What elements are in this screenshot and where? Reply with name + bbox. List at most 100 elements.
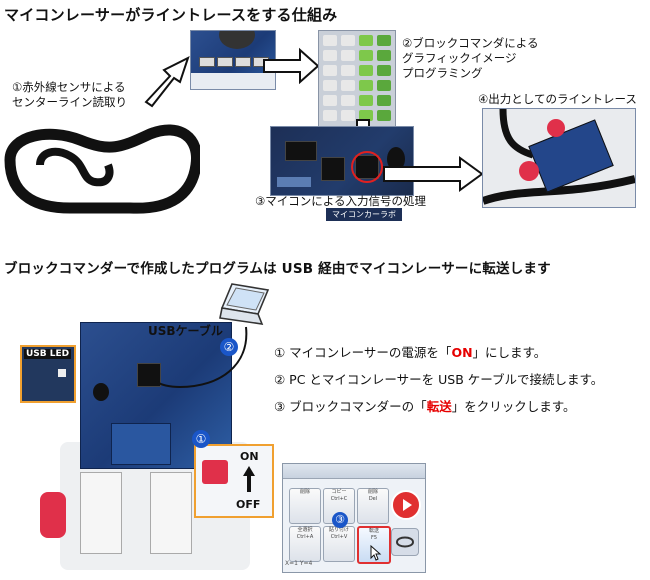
block-cell bbox=[341, 65, 355, 76]
toolbar-selectall-label: 全選択 Ctrl+A bbox=[296, 527, 314, 540]
window-titlebar bbox=[283, 464, 425, 479]
block-cell bbox=[323, 35, 337, 46]
block-cell bbox=[377, 50, 391, 61]
photo-racer-on-track bbox=[482, 108, 636, 208]
track-inner-line bbox=[36, 147, 114, 187]
ir-sensor-1 bbox=[199, 57, 215, 67]
power-switch-callout: ON OFF bbox=[194, 444, 274, 518]
label-step4: ④出力としてのライントレース bbox=[478, 92, 637, 106]
switch-on-label: ON bbox=[240, 450, 259, 463]
buzzer bbox=[387, 147, 405, 171]
block-cell bbox=[359, 35, 373, 46]
laptop-icon bbox=[219, 283, 270, 325]
label-step2: ②ブロックコマンダによる グラフィックイメージ プログラミング bbox=[402, 36, 539, 80]
instruction-1: ① マイコンレーサーの電源を「ON」にします。 bbox=[274, 342, 603, 361]
chip-1 bbox=[285, 141, 317, 161]
photo-mcu-board bbox=[270, 126, 414, 196]
ir-sensor-3 bbox=[235, 57, 251, 67]
block-commander-window: 削除 コピー Ctrl+C 削除 Del 全選択 Ctrl+A 貼り付け Ctr… bbox=[282, 463, 426, 573]
instruction-list: ① マイコンレーサーの電源を「ON」にします。 ② PC とマイコンレーサーを … bbox=[274, 342, 603, 415]
block-cell bbox=[359, 50, 373, 61]
track-outer-line bbox=[4, 124, 200, 214]
section-title-bottom: ブロックコマンダーで作成したプログラムは USB 経由でマイコンレーサーに転送し… bbox=[4, 261, 551, 277]
block-cell bbox=[377, 65, 391, 76]
block-cell bbox=[359, 80, 373, 91]
block-cell bbox=[341, 110, 355, 121]
block-cell bbox=[341, 50, 355, 61]
toolbar-copy-label: コピー Ctrl+C bbox=[330, 489, 348, 502]
section-title-top: マイコンレーサーがライントレースをする仕組み bbox=[4, 6, 338, 24]
block-cell bbox=[377, 95, 391, 106]
block-grid-screenshot bbox=[318, 30, 396, 128]
instruction-1-text: ① マイコンレーサーの電源を「 bbox=[274, 345, 452, 360]
badge-usb: ② bbox=[220, 338, 238, 356]
toolbar-selectall-button[interactable]: 全選択 Ctrl+A bbox=[289, 526, 321, 562]
rear-wheel-left bbox=[40, 492, 66, 538]
transfer-button-label: 転送 F5 bbox=[368, 528, 379, 541]
arrow-sensor-to-grid bbox=[263, 47, 320, 84]
motor-right bbox=[150, 472, 192, 554]
instruction-2-text: ② PC とマイコンレーサーを USB ケーブルで接続します。 bbox=[274, 372, 604, 387]
block-cell bbox=[341, 80, 355, 91]
racer-battery-box bbox=[111, 423, 171, 465]
block-cell bbox=[323, 65, 337, 76]
photo-racer-hardware bbox=[40, 322, 270, 572]
switch-off-label: OFF bbox=[236, 498, 261, 511]
power-switch bbox=[202, 460, 228, 484]
racer-buzzer bbox=[93, 383, 109, 401]
block-cell bbox=[323, 50, 337, 61]
block-cell bbox=[323, 95, 337, 106]
switch-up-arrow-icon bbox=[243, 466, 255, 492]
toolbar-del-button[interactable]: 削除 Del bbox=[357, 488, 389, 524]
instruction-2: ② PC とマイコンレーサーを USB ケーブルで接続します。 bbox=[274, 369, 603, 388]
badge-switch: ① bbox=[192, 430, 210, 448]
loop-icon bbox=[395, 536, 415, 548]
block-cell bbox=[359, 110, 373, 121]
label-step3: ③マイコンによる入力信号の処理 bbox=[255, 194, 426, 208]
racer-wheel-left bbox=[519, 161, 539, 181]
usb-led-callout: USB LED bbox=[20, 345, 76, 403]
toolbar-delete-label: 削除 bbox=[299, 489, 310, 495]
toolbar-delete-button[interactable]: 削除 bbox=[289, 488, 321, 524]
track-diagram bbox=[4, 124, 200, 214]
status-coordinates: X=1 Y=4 bbox=[285, 560, 313, 567]
loop-button[interactable] bbox=[391, 528, 419, 556]
usb-cable-label: USBケーブル bbox=[148, 324, 223, 338]
motor-left bbox=[80, 472, 122, 554]
photo-ir-sensor bbox=[190, 30, 276, 90]
badge-transfer: ③ bbox=[332, 512, 348, 528]
block-cell bbox=[323, 80, 337, 91]
instruction-3-text: ③ ブロックコマンダーの「 bbox=[274, 399, 427, 414]
block-cell bbox=[341, 95, 355, 106]
usb-led bbox=[58, 369, 66, 377]
connector bbox=[277, 177, 311, 187]
mcu-highlight-circle bbox=[351, 151, 383, 183]
racer-wheel-right bbox=[547, 119, 565, 137]
transfer-button[interactable]: 転送 F5 bbox=[357, 526, 391, 564]
instruction-3-suffix: 」をクリックします。 bbox=[451, 399, 576, 414]
instruction-3-highlight: 転送 bbox=[426, 399, 452, 414]
arrow-mcu-to-racer bbox=[383, 156, 484, 192]
usb-cable-line bbox=[155, 326, 248, 389]
block-cell bbox=[377, 110, 391, 121]
toolbar-del-label: 削除 Del bbox=[367, 489, 378, 502]
usb-led-label: USB LED bbox=[24, 349, 72, 359]
board-logo: マイコンカーラボ bbox=[326, 208, 402, 221]
mouse-cursor-icon bbox=[370, 545, 382, 561]
toolbar-paste-label: 貼り付け Ctrl+V bbox=[328, 527, 349, 540]
sensor-mount bbox=[219, 31, 255, 49]
arrow-to-sensor bbox=[144, 56, 190, 108]
chip-2 bbox=[321, 157, 345, 181]
instruction-3: ③ ブロックコマンダーの「転送」をクリックします。 bbox=[274, 396, 603, 415]
toolbar-paste-button[interactable]: 貼り付け Ctrl+V bbox=[323, 526, 355, 562]
ir-sensor-2 bbox=[217, 57, 233, 67]
sensor-base bbox=[191, 73, 275, 89]
play-icon bbox=[403, 499, 412, 511]
run-button[interactable] bbox=[391, 490, 421, 520]
block-cell bbox=[377, 35, 391, 46]
block-cell bbox=[341, 35, 355, 46]
block-cell bbox=[323, 110, 337, 121]
block-cell bbox=[377, 80, 391, 91]
block-cell bbox=[359, 95, 373, 106]
instruction-1-highlight: ON bbox=[451, 345, 473, 360]
